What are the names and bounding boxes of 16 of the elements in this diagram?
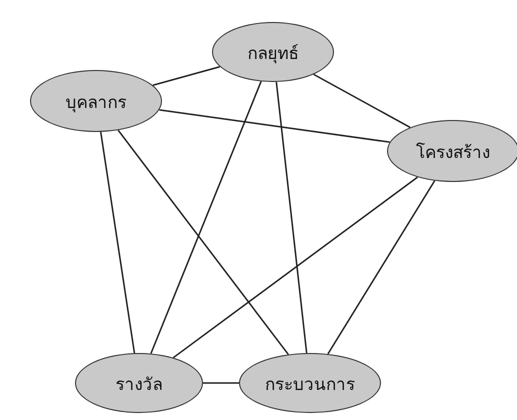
connector-line [276,82,308,354]
connector-line [327,180,436,354]
node-label: กระบวนการ [265,374,355,396]
connector-line [150,81,262,354]
ellipse-node [387,120,517,182]
connector-line [100,132,136,354]
connector-line [313,74,410,128]
connector-line [159,109,390,143]
node-label: รางวัล [116,374,162,396]
node-label: กลยุทธ์ [248,42,298,66]
connector-line [118,130,289,355]
connector-line [152,66,220,86]
node-label: บุคลากร [66,92,126,114]
connector-line [172,176,418,358]
connector-line [203,382,239,384]
node-label: โครงสร้าง [416,142,490,164]
